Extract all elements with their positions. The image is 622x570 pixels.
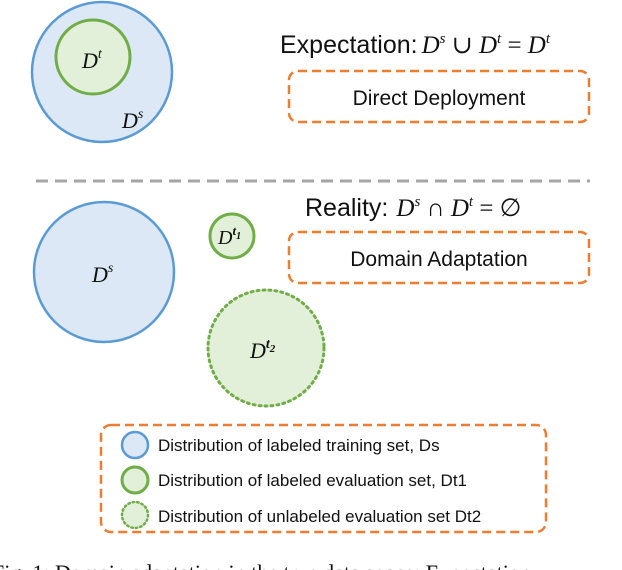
blue-solid-circle-icon: [120, 430, 150, 460]
expectation-section: Dt Ds Expectation:Ds ∪ Dt = Dt Direct De…: [30, 0, 591, 144]
expectation-target-circle: [54, 18, 132, 96]
expectation-inner-label: Dt: [81, 47, 103, 73]
domain-adaptation-box: [287, 230, 591, 285]
reality-section: Ds Dt1 Dt2 Reality:Ds ∩ Dt = ∅ Domain Ad…: [32, 194, 591, 408]
expectation-heading: Expectation:Ds ∪ Dt = Dt: [280, 31, 551, 59]
direct-deployment-box: [287, 69, 591, 124]
legend-item-unlabeled-eval: Distribution of unlabeled evaluation set…: [158, 507, 481, 526]
legend-item-labeled-eval: Distribution of labeled evaluation set, …: [158, 471, 467, 490]
legend: Distribution of labeled training set, Ds…: [99, 423, 548, 534]
figure-caption: Fig. 1: Domain adaptation in the true da…: [0, 560, 531, 570]
green-dotted-circle-icon: [120, 500, 150, 530]
green-solid-circle-icon: [120, 465, 150, 495]
legend-box: [99, 423, 548, 534]
direct-deployment-label: Direct Deployment: [353, 87, 526, 110]
domain-adaptation-label: Domain Adaptation: [350, 248, 527, 271]
reality-target2-circle: [206, 288, 326, 408]
reality-target1-circle: [208, 212, 256, 260]
legend-item-training: Distribution of labeled training set, Ds: [158, 436, 440, 455]
reality-source-circle: [32, 200, 176, 344]
reality-heading: Reality:Ds ∩ Dt = ∅: [305, 194, 521, 222]
